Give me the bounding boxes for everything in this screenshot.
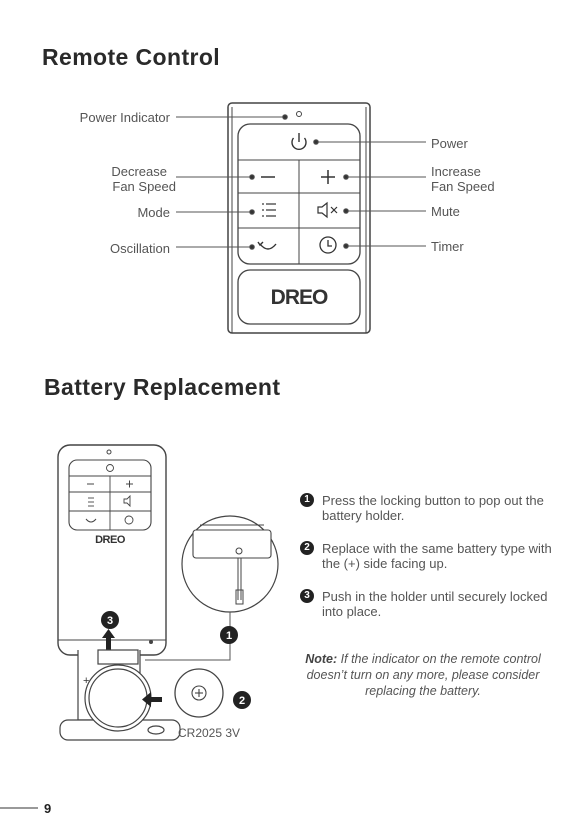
svg-text:1: 1 xyxy=(226,630,232,642)
svg-text:2: 2 xyxy=(239,695,245,707)
step-1-number: 1 xyxy=(300,493,314,507)
brand-panel xyxy=(237,269,361,325)
mute-icon xyxy=(317,201,338,219)
remote-control-title: Remote Control xyxy=(42,44,221,70)
label-increase-fan-speed-2: Fan Speed xyxy=(431,179,495,194)
callout-1 xyxy=(220,626,238,644)
label-decrease-fan-speed-1: Decrease xyxy=(111,164,167,179)
step-3-text: Push in the holder until securely locked… xyxy=(322,589,548,619)
callout-2 xyxy=(233,691,251,709)
svg-text:3: 3 xyxy=(107,615,113,627)
label-power-indicator: Power Indicator xyxy=(79,110,170,125)
step-3-number: 3 xyxy=(300,589,314,603)
small-brand-logo: DREO xyxy=(95,534,126,546)
battery-type-label: CR2025 3V xyxy=(178,726,240,740)
plus-icon xyxy=(321,170,335,184)
brand-logo: DREO xyxy=(271,286,328,309)
battery-holder xyxy=(59,649,181,741)
label-oscillation: Oscillation xyxy=(110,241,170,256)
label-decrease-fan-speed-2: Fan Speed xyxy=(112,179,176,194)
insert-arrow-icon xyxy=(142,692,162,707)
callout-3 xyxy=(101,611,119,629)
timer-icon xyxy=(319,236,337,254)
power-indicator-light xyxy=(296,111,302,117)
push-arrow-icon xyxy=(102,629,115,650)
battery-note: Note: If the indicator on the remote con… xyxy=(292,651,554,699)
label-mode: Mode xyxy=(137,205,170,220)
label-power: Power xyxy=(431,136,468,151)
mode-icon xyxy=(262,203,276,217)
step-2-number: 2 xyxy=(300,541,314,555)
oscillation-icon xyxy=(257,241,277,250)
label-mute: Mute xyxy=(431,204,460,219)
step-2-text: Replace with the same battery type with … xyxy=(322,541,552,571)
note-text: If the indicator on the remote control d… xyxy=(306,652,541,698)
note-label: Note: xyxy=(305,652,338,666)
label-timer: Timer xyxy=(431,239,464,254)
page-number: 9 xyxy=(44,801,52,816)
step-1-text: Press the locking button to pop out the … xyxy=(322,493,544,523)
power-icon xyxy=(291,133,307,150)
battery-replacement-title: Battery Replacement xyxy=(44,374,281,400)
label-increase-fan-speed-1: Increase xyxy=(431,164,481,179)
svg-text:+: + xyxy=(83,675,89,687)
